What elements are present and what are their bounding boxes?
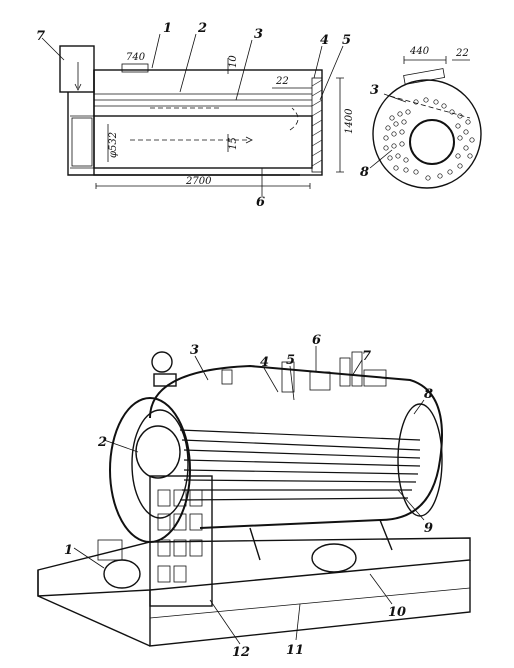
callout-5-cut: 5 [286, 353, 295, 368]
end-plate [372, 79, 482, 189]
end-hatch [403, 68, 446, 85]
callout-8-cut: 8 [424, 387, 433, 402]
callout-4: 4 [320, 33, 329, 48]
callout-3-end: 3 [370, 83, 379, 98]
dim-22-end: 22 [455, 48, 469, 59]
section-dimensions: 740 10 22 1400 φ532 15 2700 [108, 52, 355, 187]
furnace-opening [409, 119, 455, 165]
dim-1400: 1400 [344, 108, 355, 134]
dim-2700: 2700 [185, 176, 212, 187]
section-callouts: 1 2 3 4 5 6 7 [36, 21, 351, 210]
callout-6: 6 [256, 195, 265, 210]
callout-11-cut: 11 [286, 643, 304, 658]
boiler-cutaway-view [37, 346, 471, 647]
callout-7: 7 [36, 29, 45, 44]
boiler-drum [149, 364, 443, 529]
callout-2-cut: 2 [97, 435, 107, 450]
callout-5: 5 [342, 33, 351, 48]
callout-4-cut: 4 [260, 355, 269, 370]
callout-3-cut: 3 [190, 343, 199, 358]
dim-15: 15 [228, 137, 239, 150]
rear-end [397, 403, 443, 517]
burner [135, 425, 181, 479]
callout-6-cut: 6 [312, 333, 321, 348]
callout-10-cut: 10 [388, 605, 406, 620]
furnace-tube [93, 115, 313, 169]
dim-532: φ532 [108, 132, 119, 158]
callout-7-cut: 7 [362, 349, 371, 364]
tube-holes [383, 97, 475, 181]
dim-440: 440 [409, 46, 430, 57]
manometer [151, 351, 173, 373]
dim-10: 10 [228, 55, 239, 68]
dim-22: 22 [275, 76, 289, 87]
cutaway-callouts: 1 2 3 4 5 6 7 8 9 10 11 12 [64, 333, 433, 660]
tube-bundle [179, 429, 421, 501]
callout-2: 2 [197, 21, 207, 36]
boiler-end-view [369, 56, 482, 189]
callout-8-end: 8 [360, 165, 369, 180]
callout-9-cut: 9 [424, 521, 433, 536]
feed-pump [311, 543, 357, 573]
fan-motor [103, 559, 141, 589]
control-cabinet [149, 475, 213, 607]
callout-1-cut: 1 [64, 543, 73, 558]
boiler-section-view [41, 33, 344, 196]
flue-stack [59, 45, 95, 93]
callout-12-cut: 12 [232, 645, 250, 660]
dim-740: 740 [126, 52, 146, 63]
callout-1: 1 [163, 21, 172, 36]
callout-3: 3 [254, 27, 263, 42]
end-view-labels: 440 22 3 8 [360, 46, 469, 180]
